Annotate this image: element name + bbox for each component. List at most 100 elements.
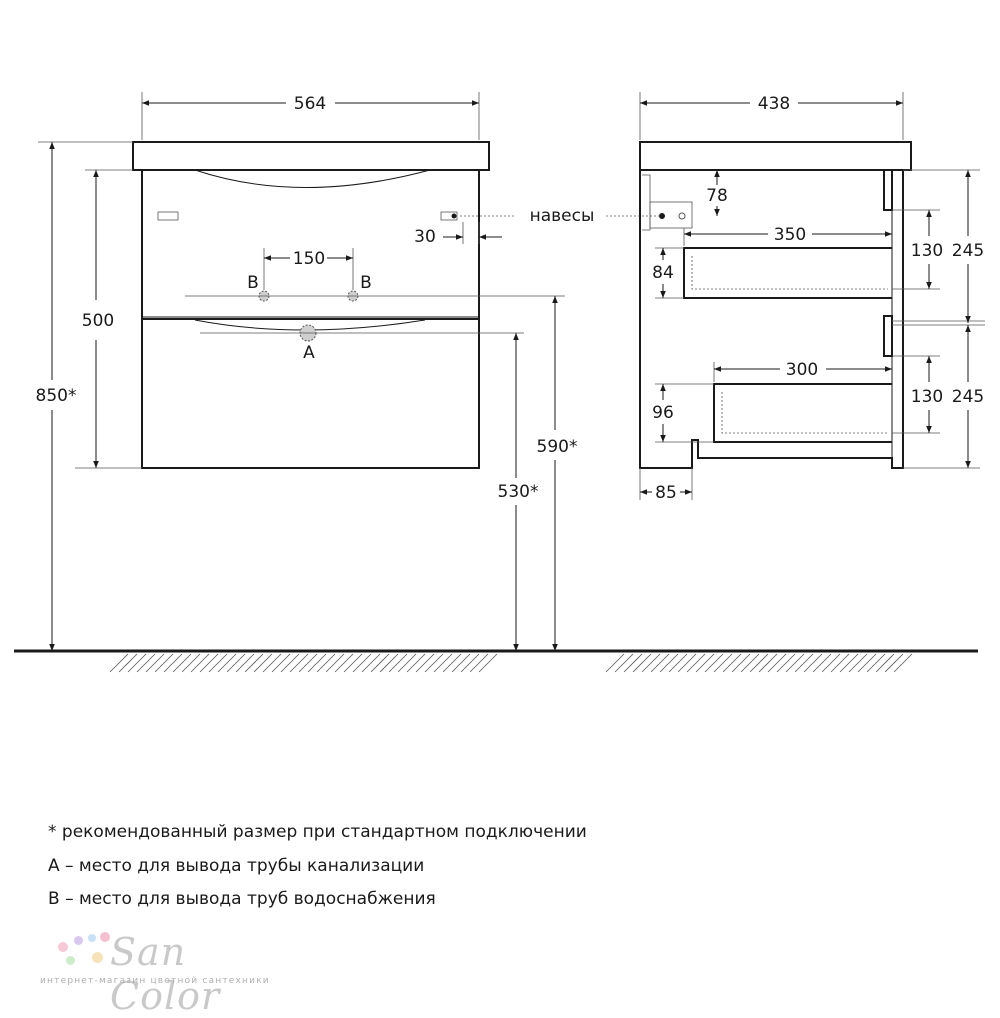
floor-hatch-line <box>334 653 354 673</box>
floor-hatch-line <box>740 653 760 673</box>
label-hooks: навесы <box>530 206 595 226</box>
floor-hatch-line <box>821 653 841 673</box>
basin-curve <box>194 169 431 188</box>
side-cabinet-body <box>639 170 904 469</box>
floor-hatch-line <box>614 653 634 673</box>
floor-hatch-line <box>127 653 147 673</box>
dim-drawer-top-height: 84 <box>652 263 674 283</box>
floor-hatch-line <box>199 653 219 673</box>
floor-hatch-line <box>217 653 237 673</box>
floor-hatch-line <box>172 653 192 673</box>
floor-hatch-line <box>163 653 183 673</box>
floor-hatch-line <box>632 653 652 673</box>
floor-hatch-line <box>767 653 787 673</box>
dim-height-total: 850* <box>36 386 77 406</box>
floor-hatch-line <box>758 653 778 673</box>
drawer-front-mid <box>883 315 893 357</box>
floor-hatch-line <box>803 653 823 673</box>
floor-hatch-line <box>370 653 390 673</box>
floor-hatch-line <box>298 653 318 673</box>
front-view: 564 150 B B A 30 500 850* 590* 530* <box>36 92 577 651</box>
floor-hatch-line <box>397 653 417 673</box>
floor-hatch-line <box>253 653 273 673</box>
dim-body-height: 500 <box>82 311 114 331</box>
drawer-box-bottom <box>713 383 892 443</box>
legend-point-a: A – место для вывода трубы канализации <box>48 856 425 876</box>
floor-hatch-line <box>307 653 327 673</box>
floor-hatch-line <box>145 653 165 673</box>
floor-hatch-line <box>785 653 805 673</box>
floor-hatch-line <box>343 653 363 673</box>
floor-hatch-line <box>623 653 643 673</box>
drawer-box-top <box>683 247 892 299</box>
floor-hatch-line <box>271 653 291 673</box>
floor-hatch-line <box>875 653 895 673</box>
front-hook-right <box>440 211 458 221</box>
dim-drawer-section-bottom: 245 <box>952 387 984 407</box>
label-b-left: B <box>247 273 259 293</box>
side-countertop <box>639 141 912 171</box>
dim-pipe-spacing: 150 <box>293 249 325 269</box>
floor-hatch-line <box>451 653 471 673</box>
floor-hatch-line <box>424 653 444 673</box>
floor-hatch-line <box>208 653 228 673</box>
floor-hatch-line <box>695 653 715 673</box>
floor-hatch-line <box>433 653 453 673</box>
floor-hatch-line <box>776 653 796 673</box>
floor-hatch-line <box>379 653 399 673</box>
floor-hatch-line <box>659 653 679 673</box>
floor-hatch-line <box>388 653 408 673</box>
floor-hatch-line <box>361 653 381 673</box>
floor-hatch-line <box>118 653 138 673</box>
sancolor-logo: San Color интернет-магазин цветной санте… <box>40 928 308 1018</box>
dim-drawer-gap-bottom: 130 <box>911 387 943 407</box>
logo-dot-blue <box>88 934 96 942</box>
floor-hatch-line <box>415 653 435 673</box>
floor-hatch-line <box>677 653 697 673</box>
floor-hatch-line <box>857 653 877 673</box>
floor-hatch-line <box>469 653 489 673</box>
floor-hatch-line <box>668 653 688 673</box>
floor-hatch-line <box>289 653 309 673</box>
logo-dot-rose <box>100 932 110 942</box>
floor-hatch-line <box>316 653 336 673</box>
floor-hatch-line <box>704 653 724 673</box>
floor-hatch-line <box>154 653 174 673</box>
floor-hatch-line <box>731 653 751 673</box>
floor-hatch-line <box>262 653 282 673</box>
side-hanger-bracket <box>649 201 693 229</box>
floor-hatch-line <box>866 653 886 673</box>
logo-dot-green <box>66 956 75 965</box>
drawer-front-top <box>883 169 893 211</box>
front-hook-left <box>157 211 179 221</box>
floor-hatch-line <box>478 653 498 673</box>
side-view: навесы 438 78 350 84 130 245 <box>460 92 985 503</box>
floor-hatch-line <box>893 653 913 673</box>
legend-point-b: B – место для вывода труб водоснабжения <box>48 889 436 909</box>
dim-hook-offset: 30 <box>414 227 436 247</box>
floor-hatch-line <box>686 653 706 673</box>
label-b-right: B <box>360 273 372 293</box>
floor-hatch-line <box>325 653 345 673</box>
dim-base-offset: 85 <box>655 483 677 503</box>
dim-hook-height: 78 <box>706 186 728 206</box>
floor-hatch-line <box>812 653 832 673</box>
dim-drain-height: 530* <box>498 482 539 502</box>
logo-dot-violet <box>74 936 83 945</box>
floor-hatch-line <box>352 653 372 673</box>
floor-hatch-line <box>226 653 246 673</box>
floor-hatch-line <box>839 653 859 673</box>
dim-drawer-bottom-height: 96 <box>652 403 674 423</box>
dim-side-depth: 438 <box>758 94 790 114</box>
floor-hatch-line <box>722 653 742 673</box>
floor-hatch-line <box>641 653 661 673</box>
logo-tagline: интернет-магазин цветной сантехники <box>40 976 270 986</box>
floor-hatch-line <box>650 653 670 673</box>
dim-drawer-gap-top: 130 <box>911 241 943 261</box>
logo-name: San Color <box>110 930 221 1018</box>
floor-hatch-line <box>280 653 300 673</box>
footnote-recommended: * рекомендованный размер при стандартном… <box>48 822 587 842</box>
label-a: A <box>303 343 315 363</box>
front-countertop <box>132 141 490 171</box>
dim-front-width: 564 <box>294 94 326 114</box>
